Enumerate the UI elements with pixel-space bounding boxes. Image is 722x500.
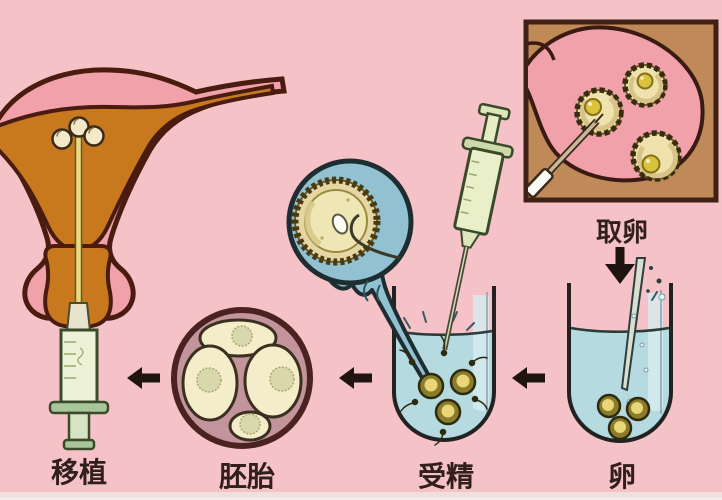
glass-reflection	[473, 295, 489, 411]
embryo-illustration	[171, 307, 313, 449]
injection-pipette-tip	[331, 213, 349, 235]
microinjection-callout	[286, 158, 431, 383]
splash-droplets	[646, 266, 666, 301]
injection-needle-line	[349, 213, 401, 260]
syringe-plunger-cap	[62, 438, 96, 451]
label-fertilization: 受精	[418, 461, 474, 492]
retrieved-eggs	[596, 393, 651, 441]
retrieval-needle	[528, 113, 604, 198]
label-embryo: 胚胎	[219, 461, 275, 492]
cell-nuclei	[196, 325, 295, 435]
sperm-cells	[399, 335, 488, 446]
icsi-syringe	[442, 102, 514, 351]
transfer-syringe	[48, 302, 110, 451]
syringe-hub	[65, 302, 92, 332]
transfer-catheter	[74, 132, 83, 306]
egg-beaker	[567, 257, 673, 443]
label-transfer: 移植	[51, 456, 107, 488]
ovary-follicles	[574, 62, 682, 182]
arrow-down-icon	[605, 247, 635, 284]
egg-pipette	[620, 257, 647, 392]
syringe-flange	[48, 400, 110, 415]
arrow-left-icon	[512, 367, 545, 389]
bottom-edge-strip	[0, 492, 722, 500]
syringe-plunger	[67, 411, 91, 442]
splash-marks	[403, 311, 475, 331]
label-egg: 卵	[608, 461, 636, 492]
beaker-glass	[392, 286, 496, 442]
transferred-embryos	[51, 116, 105, 150]
arrow-left-icon	[127, 367, 160, 389]
beaker-glass	[567, 283, 673, 443]
uterus-illustration	[0, 67, 287, 330]
label-egg-retrieval: 取卵	[596, 217, 648, 247]
glass-reflection	[648, 293, 663, 411]
water-surface	[570, 326, 670, 333]
ovary-inset	[523, 19, 719, 203]
bottom-edge-highlight	[0, 497, 722, 500]
fertilization-eggs	[399, 335, 488, 446]
arrow-left-icon	[339, 367, 372, 389]
